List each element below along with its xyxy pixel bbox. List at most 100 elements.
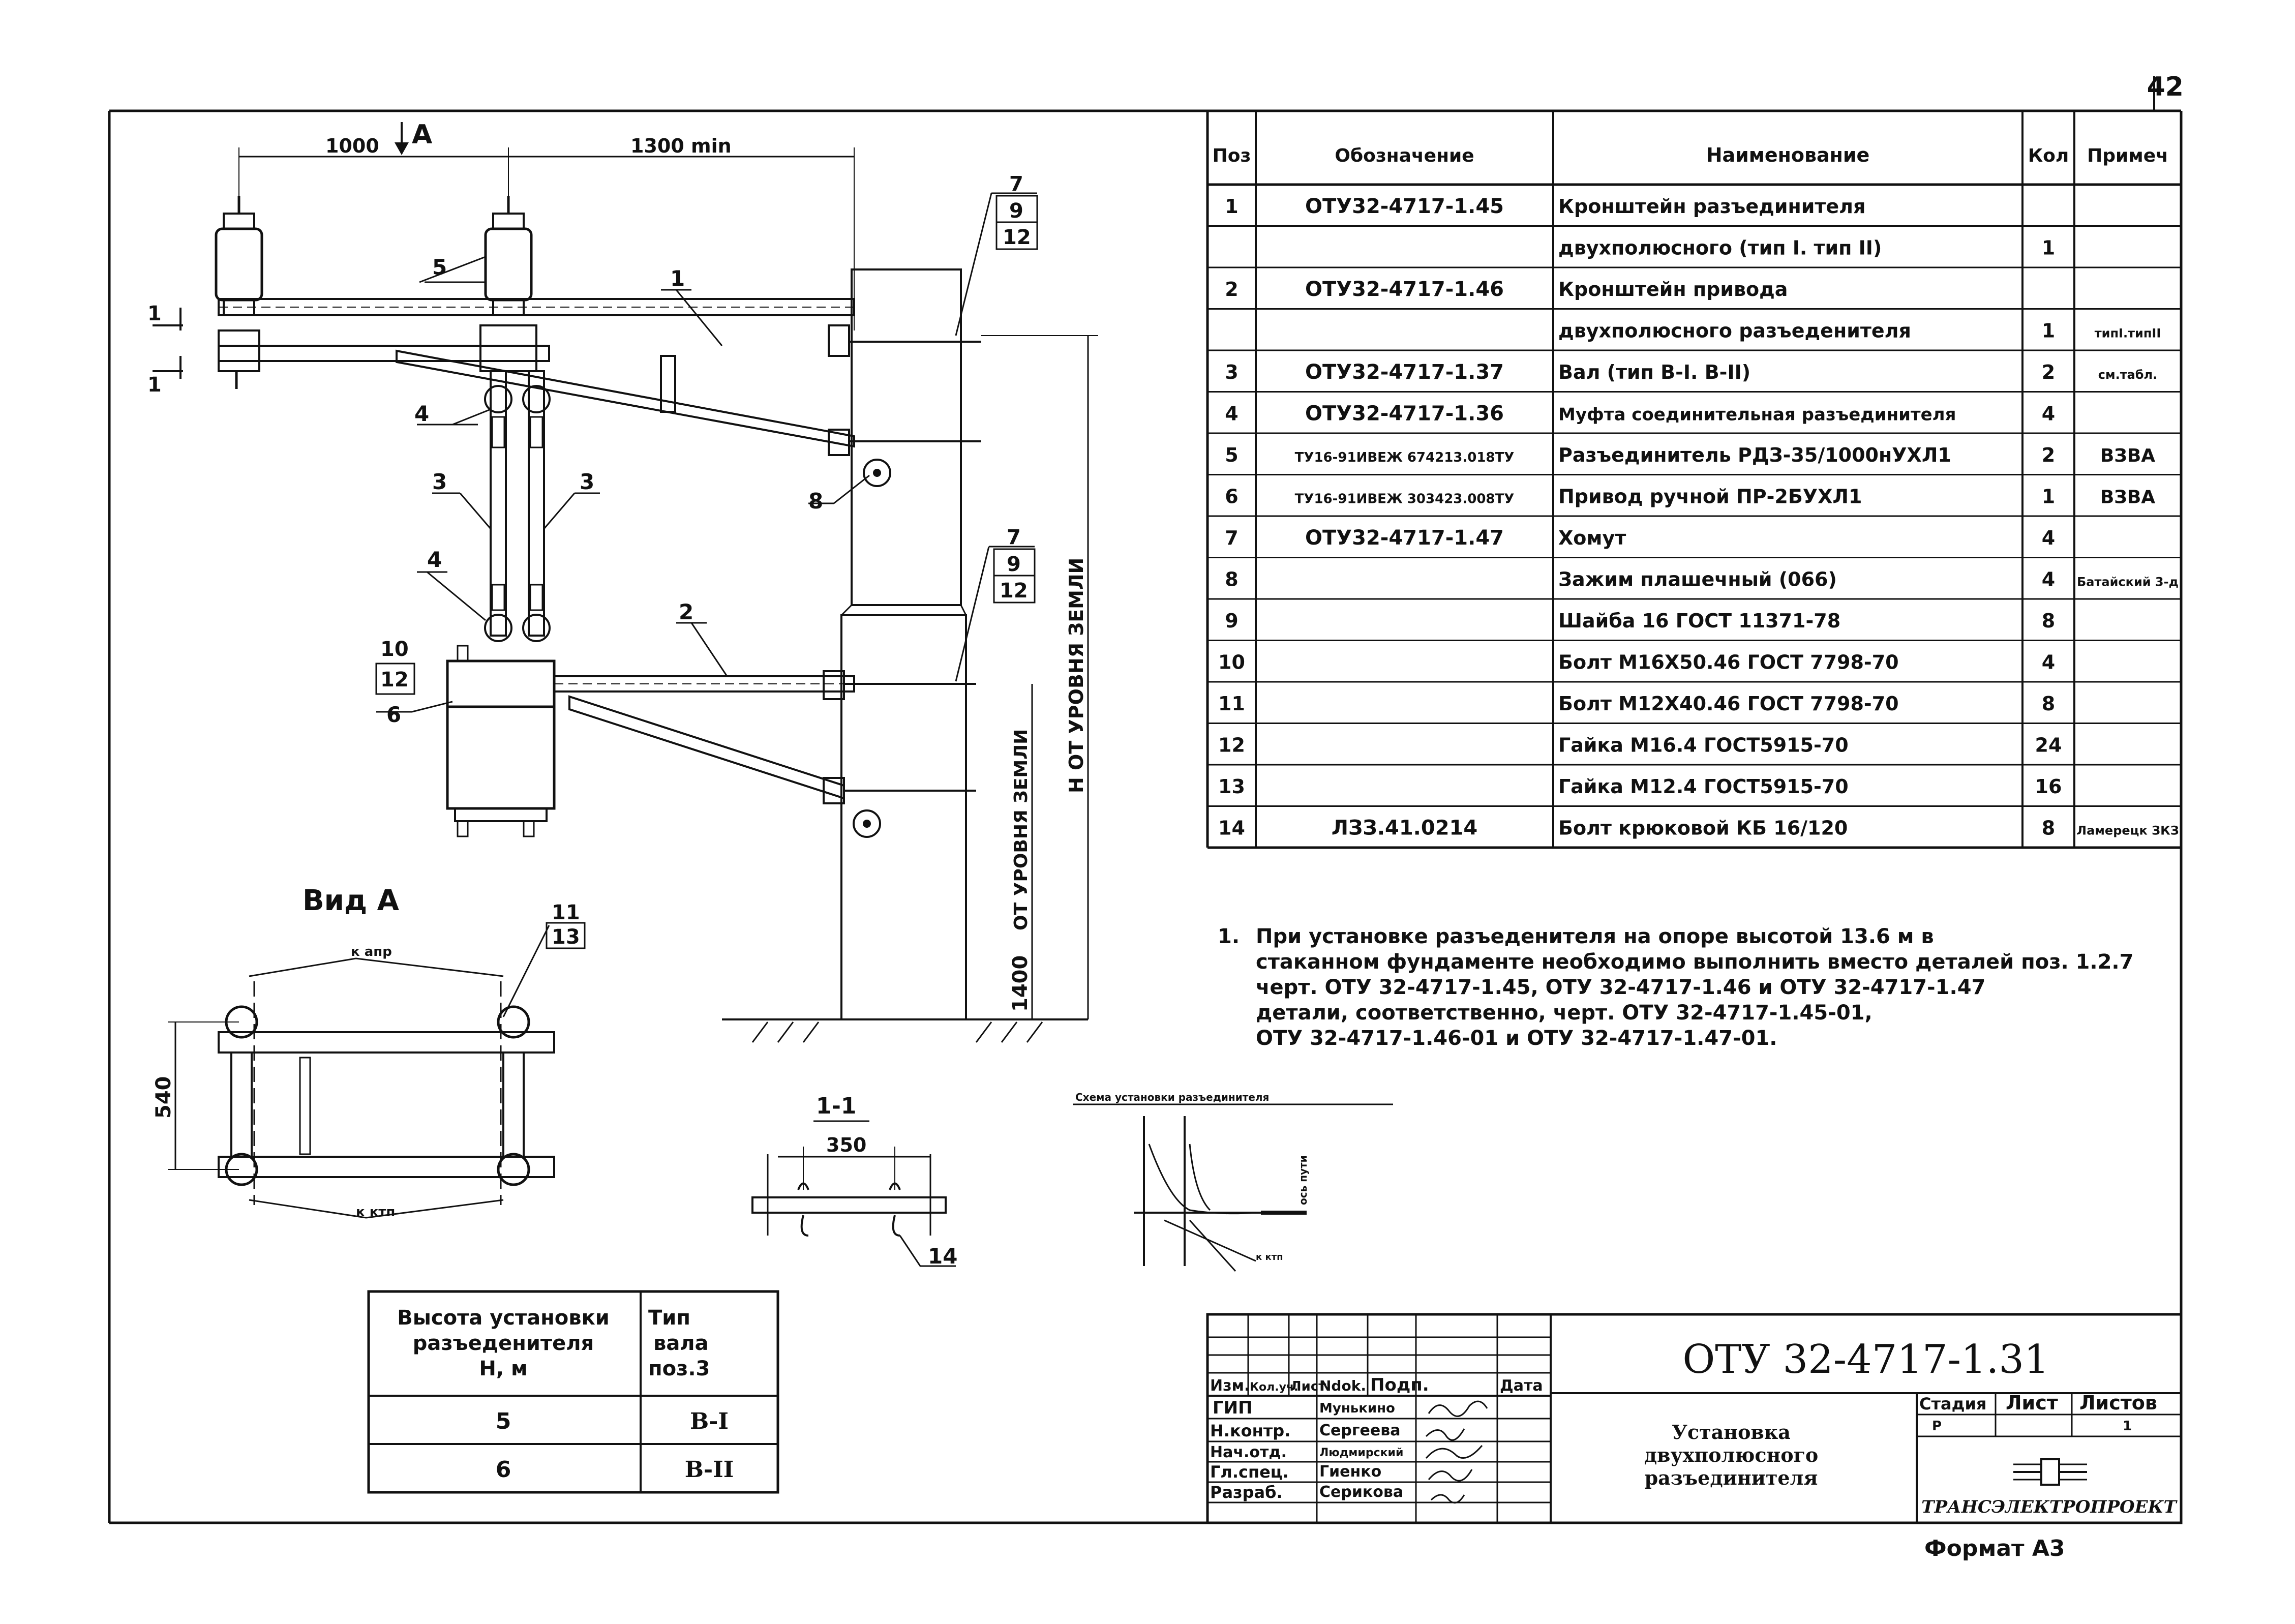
height-header-2-line2: вала	[653, 1332, 709, 1355]
view-arrow-head	[395, 142, 409, 155]
spec-cell-r4-c4: 1	[2042, 320, 2055, 342]
note-line-1: При установке разъеденителя на опоре выс…	[1256, 925, 1934, 948]
callout-2: 2	[679, 599, 693, 624]
spec-cell-r8-c1: 6	[1225, 486, 1238, 508]
callout-mid-7: 7	[1007, 526, 1021, 549]
spec-cell-r7-c3: Разъединитель РДЗ-35/1000нУХЛ1	[1558, 444, 1951, 466]
tb-sheet-header: Лист	[2006, 1392, 2058, 1414]
spec-cell-r7-c1: 5	[1225, 444, 1238, 466]
callout-view-11: 11	[552, 901, 580, 924]
sheet-number: 42	[2147, 72, 2184, 102]
tb-col-koluch: Кол.уч.	[1250, 1381, 1298, 1394]
note-line-2: стаканном фундаменте необходимо выполнит…	[1256, 950, 2133, 974]
spec-cell-r2-c4: 1	[2042, 237, 2055, 259]
sheet-format: Формат А3	[1924, 1536, 2065, 1561]
spec-cell-r6-c3: Муфта соединительная разъединителя	[1558, 405, 1956, 425]
height-header-1-line3: Н, м	[479, 1357, 527, 1380]
spec-cell-r8-c4: 1	[2042, 486, 2055, 508]
spec-cell-r2-c3: двухполюсного (тип I. тип II)	[1558, 237, 1882, 259]
spec-cell-r15-c1: 13	[1218, 775, 1245, 798]
callout-group-left: 10 12	[375, 638, 415, 695]
tb-col-izm: Изм.	[1210, 1377, 1250, 1395]
spec-header-5: Примеч	[2087, 145, 2168, 166]
tb-name-4: Гиенко	[1319, 1463, 1381, 1481]
spec-cell-r6-c2: ОТУ32-4717-1.36	[1305, 402, 1504, 426]
dim-350: 350	[826, 1134, 866, 1156]
tb-title-line-3: разъединителя	[1645, 1466, 1818, 1489]
note-block: 1. При установке разъеденителя на опоре …	[1218, 925, 2133, 1050]
callout-mid-12: 12	[1000, 579, 1028, 603]
note-line-3: черт. ОТУ 32-4717-1.45, ОТУ 32-4717-1.46…	[1256, 976, 1985, 999]
spec-cell-r9-c4: 4	[2042, 527, 2055, 549]
disconnector-right	[479, 196, 537, 372]
spec-cell-r1-c1: 1	[1225, 195, 1238, 218]
scheme-title: Схема установки разъединителя	[1075, 1091, 1269, 1103]
dim-540: 540	[152, 1076, 175, 1119]
tb-code: ОТУ 32-4717-1.31	[1682, 1337, 2049, 1382]
spec-cell-r10-c5: Батайский 3-д	[2077, 575, 2179, 589]
spec-cell-r4-c3: двухполюсного разъеденителя	[1558, 320, 1911, 342]
brace-upper	[396, 349, 855, 448]
callout-mid-9: 9	[1007, 553, 1021, 576]
disconnector-left	[215, 196, 263, 389]
spec-cell-r11-c3: Шайба 16 ГОСТ 11371-78	[1558, 610, 1840, 632]
height-row-2-type: В-II	[685, 1457, 734, 1483]
callout-left-10: 10	[380, 638, 409, 661]
spec-cell-r14-c1: 12	[1218, 734, 1245, 757]
tb-stage-value: Р	[1932, 1419, 1942, 1434]
tb-role-1: ГИП	[1213, 1398, 1253, 1418]
section-mark-top: 1	[147, 302, 162, 325]
spec-cell-r3-c3: Кронштейн привода	[1558, 278, 1788, 300]
height-table: Высота установки разъеденителя Н, м Тип …	[367, 1290, 779, 1494]
spec-cell-r16-c4: 8	[2042, 817, 2055, 839]
dim-1400: 1400	[1009, 955, 1032, 1012]
tb-role-4: Гл.спец.	[1210, 1462, 1289, 1482]
tb-col-list: Лист	[1290, 1379, 1326, 1394]
tb-title-line-2: двухполюсного	[1644, 1443, 1819, 1466]
callout-3-left: 3	[432, 469, 447, 494]
callout-top-12: 12	[1003, 226, 1031, 249]
callouts	[376, 193, 992, 713]
spec-cell-r8-c3: Привод ручной ПР-2БУХЛ1	[1558, 486, 1862, 508]
callout-1: 1	[670, 266, 685, 291]
spec-cell-r12-c1: 10	[1218, 651, 1245, 674]
note-line-5: ОТУ 32-4717-1.46-01 и ОТУ 32-4717-1.47-0…	[1256, 1027, 1777, 1050]
spec-cell-r7-c5: ВЗВА	[2100, 445, 2155, 466]
shaft-left	[484, 370, 512, 642]
spec-cell-r9-c1: 7	[1225, 527, 1238, 549]
view-a: Вид А к апр к ктп 540 11 13	[152, 884, 586, 1220]
spec-cell-r16-c2: ЛЗЗ.41.0214	[1332, 817, 1477, 840]
callout-left-12: 12	[380, 668, 409, 691]
tb-role-3: Нач.отд.	[1210, 1443, 1287, 1461]
spec-cell-r14-c4: 24	[2035, 734, 2062, 757]
dim-1000: 1000	[325, 135, 379, 157]
installation-scheme: Схема установки разъединителя ось пути к…	[1073, 1091, 1393, 1272]
spec-cell-r5-c3: Вал (тип В-I. В-II)	[1558, 361, 1750, 383]
tb-name-2: Сергеева	[1319, 1422, 1400, 1439]
spec-cell-r15-c4: 16	[2035, 775, 2062, 798]
signatures	[1425, 1400, 1488, 1504]
section-mark-bottom: 1	[147, 373, 162, 397]
spec-cell-r9-c2: ОТУ32-4717-1.47	[1305, 526, 1504, 550]
spec-cell-r5-c4: 2	[2042, 361, 2055, 383]
dim-1300: 1300 min	[630, 135, 732, 157]
callout-5: 5	[432, 255, 447, 280]
spec-cell-r13-c1: 11	[1218, 693, 1245, 715]
spec-header-1: Поз	[1213, 145, 1251, 166]
spec-cell-r12-c3: Болт М16Х50.46 ГОСТ 7798-70	[1558, 651, 1899, 674]
section-1-1-title: 1-1	[816, 1093, 857, 1119]
tb-stage-header: Стадия	[1919, 1394, 1986, 1414]
spec-cell-r5-c2: ОТУ32-4717-1.37	[1305, 360, 1504, 384]
spec-cell-r3-c2: ОТУ32-4717-1.46	[1305, 278, 1504, 301]
spec-cell-r8-c2: ТУ16-91ИВЕЖ 303423.008ТУ	[1295, 492, 1515, 507]
spec-cell-r13-c3: Болт М12Х40.46 ГОСТ 7798-70	[1558, 693, 1899, 715]
height-row-1-h: 5	[496, 1408, 511, 1434]
spec-cell-r13-c4: 8	[2042, 693, 2055, 715]
dim-h-label: Н ОТ УРОВНЯ ЗЕМЛИ	[1065, 558, 1088, 793]
pole-upper	[851, 268, 962, 606]
spec-cell-r11-c1: 9	[1225, 610, 1238, 632]
spec-header-4: Кол	[2028, 145, 2069, 166]
title-block: Изм. Кол.уч. Лист Ndok. Подп. Дата ГИП М…	[1206, 1313, 2183, 1524]
